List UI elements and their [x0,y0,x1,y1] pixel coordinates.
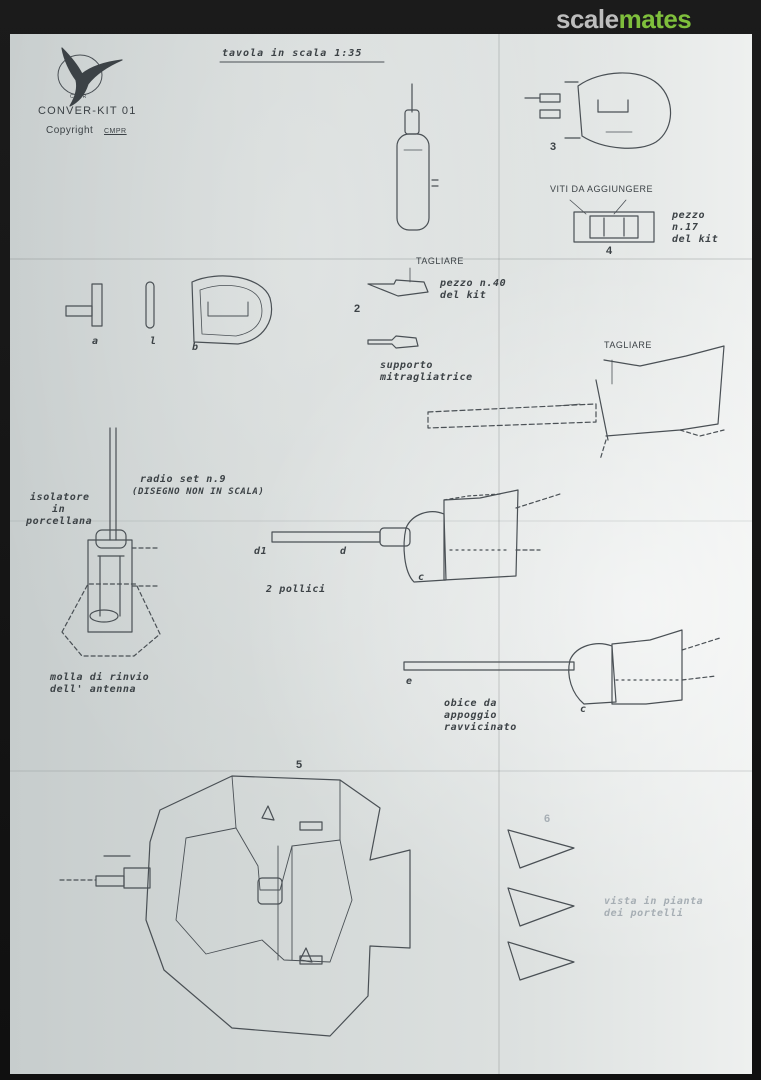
pezzo-40-line1: pezzo n.40 [440,278,507,289]
radio-line2: (DISEGNO NON IN SCALA) [132,487,265,497]
figure-1-antenna-mast [396,83,439,231]
obice-line3: ravvicinato [444,722,517,733]
copyright-owner: CMPR [104,128,127,135]
figure-number-3: 3 [550,141,557,153]
figure-4-plate [569,199,655,243]
copyright-label: Copyright [46,125,94,136]
fold-line-horizontal [10,770,752,772]
part-l [145,281,155,329]
supporto-line2: mitragliatrice [380,372,473,383]
watermark-text-scale: scale [556,4,619,34]
figure-2-part [367,267,429,349]
tagliare-label: TAGLIARE [416,256,464,266]
pezzo-40-line2: del kit [440,290,487,301]
obice-line2: appoggio [444,710,497,721]
watermark-text-mates: mates [618,4,692,34]
scalemates-watermark: scalemates [556,4,692,35]
pezzo-17-line3: del kit [672,234,719,245]
vista-line1: vista in pianta [604,896,704,907]
part-letter-l: l [150,336,157,347]
radio-set-drawing [61,427,161,657]
isolatore-line2: in [52,504,66,515]
cmpr-bird-logo [57,47,123,107]
part-letter-d: d [340,546,347,557]
molla-line1: molla di rinvio [50,672,150,683]
scale-title: tavola in scala 1:35 [222,48,363,59]
radio-line1: radio set n.9 [140,474,227,485]
gun-mount-howitzer [403,629,721,705]
vista-line2: dei portelli [604,908,684,919]
fold-line-vertical [498,34,500,1074]
gun-mount-top [427,345,725,461]
fold-line-horizontal [10,520,752,522]
isolatore-line3: porcellana [26,516,93,527]
figure-number-6: 6 [544,813,551,825]
figure-number-4: 4 [606,245,613,257]
kit-name: CONVER-KIT 01 [38,105,137,117]
figure-5-turret-plan [59,775,411,1037]
obice-line1: obice da [444,698,497,709]
pezzo-17-line2: n.17 [672,222,699,233]
figure-6-hatch-plans [507,829,575,981]
pollici-label: 2 pollici [266,584,326,595]
figure-number-2: 2 [354,303,361,315]
tagliare-label-2: TAGLIARE [604,340,652,350]
part-a [65,283,103,327]
isolatore-line1: isolatore [30,492,90,503]
pezzo-17-line1: pezzo [672,210,706,221]
part-letter-a: a [92,336,99,347]
figure-3-hatch [524,72,672,149]
part-letter-c2: c [580,704,587,715]
supporto-line1: supporto [380,360,433,371]
part-letter-e: e [406,676,413,687]
part-letter-b: b [192,342,199,353]
gun-mount-2-pounder [271,489,561,583]
fold-line-horizontal [10,258,752,260]
part-letter-d1: d1 [254,546,268,557]
molla-line2: dell' antenna [50,684,137,695]
logo-text: CMPR [70,94,87,100]
figure-number-5: 5 [296,759,303,771]
viti-label: VITI DA AGGIUNGERE [550,184,654,194]
part-letter-c1: c [418,572,425,583]
part-b-hatch [191,275,272,345]
instruction-sheet [10,34,752,1074]
